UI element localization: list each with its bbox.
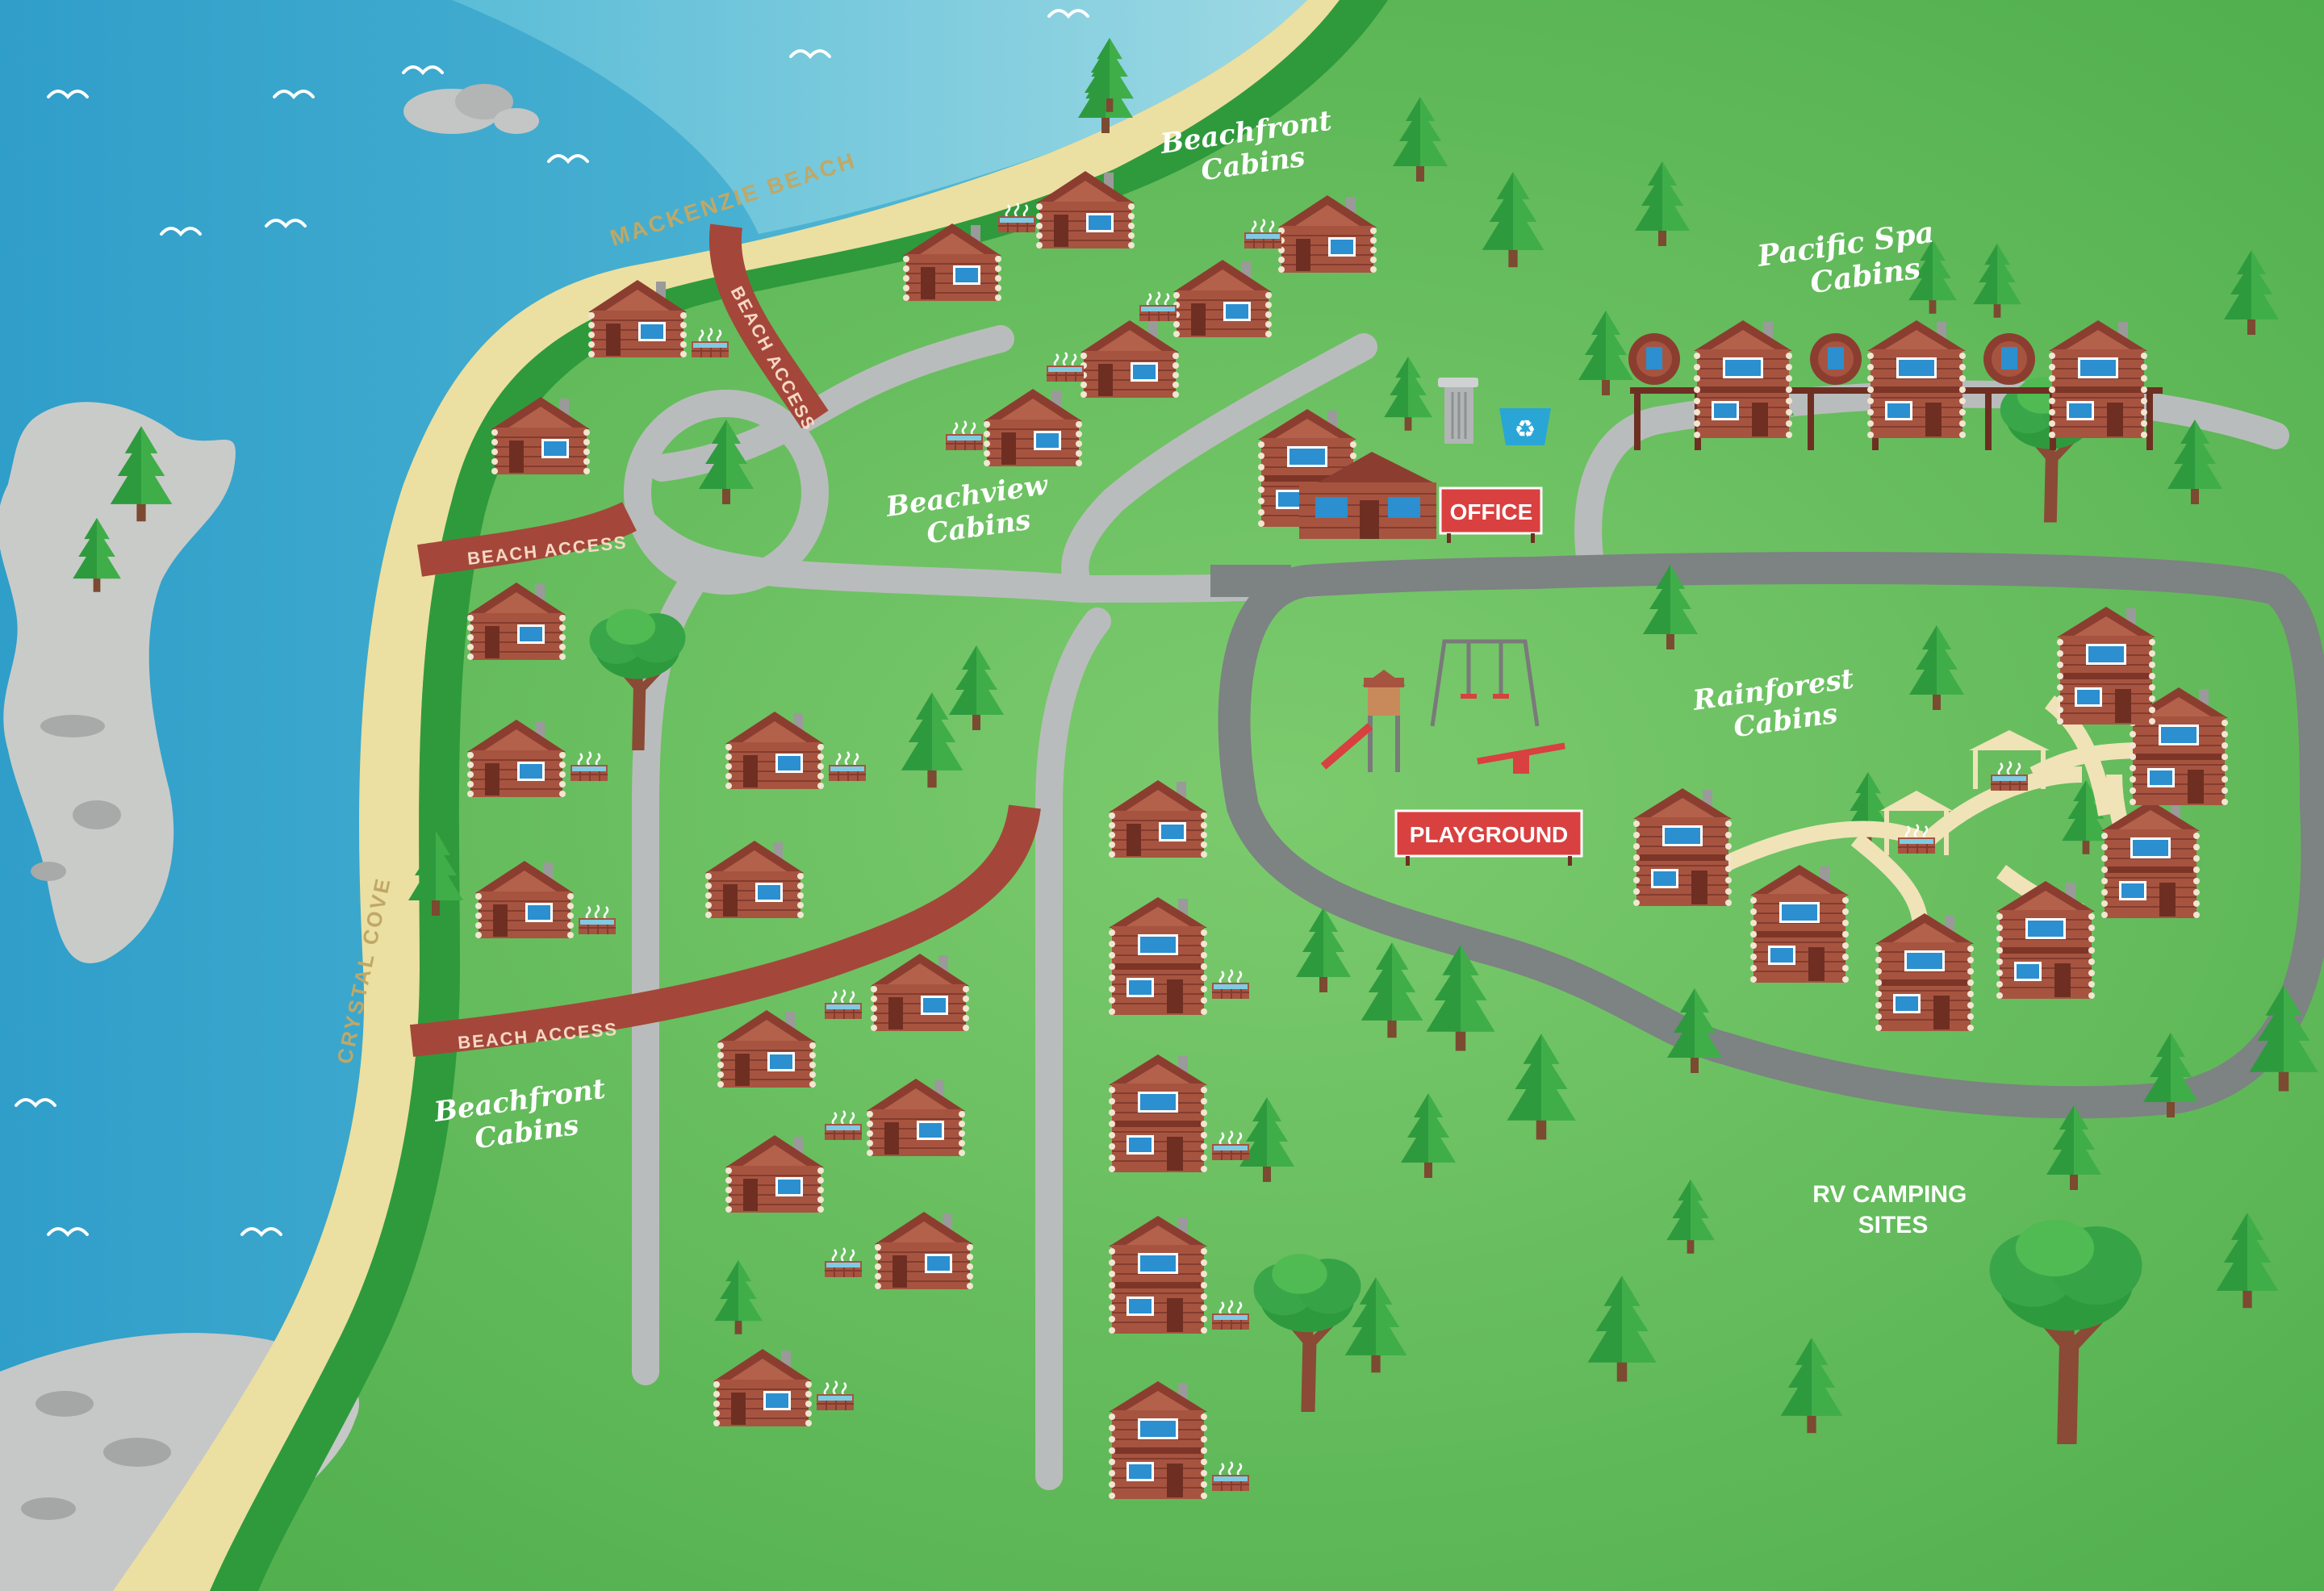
playground-equipment	[1320, 639, 1565, 774]
ocean	[0, 0, 1307, 1591]
barrel-saunas	[1628, 333, 2035, 385]
label-rv-1: RV CAMPING	[1812, 1181, 1967, 1208]
office-sign: OFFICE	[1439, 486, 1543, 543]
rocky-island	[0, 402, 236, 963]
office-building	[1256, 407, 1436, 539]
loop-road	[1218, 552, 2324, 1119]
grass-edge	[210, 0, 1388, 1591]
recycling-bin-icon: ♻	[1499, 408, 1551, 445]
ocean-shallows	[452, 0, 1307, 234]
island-rocks	[31, 715, 121, 881]
svg-text:♻: ♻	[1515, 415, 1536, 444]
label-rv-2: SITES	[1858, 1212, 1929, 1238]
sand-beach	[113, 0, 1340, 1591]
beach-access-paths	[409, 223, 1041, 1057]
office-sign-text: OFFICE	[1450, 499, 1533, 524]
svg-text:RV CAMPING SITES: RV CAMPING SITES	[1812, 1181, 1973, 1238]
sea-rocks	[403, 84, 539, 134]
wave-marks	[15, 9, 1089, 1238]
rainforest-gazebos	[1880, 730, 2050, 855]
trash-can-icon	[1438, 378, 1478, 444]
svg-text:Pacific Spa Cabins: Pacific Spa Cabins	[1754, 214, 1950, 307]
pacific-spa-cabins	[1628, 319, 2163, 450]
playground-sign: PLAYGROUND	[1394, 809, 1583, 866]
playground-sign-text: PLAYGROUND	[1410, 822, 1569, 847]
